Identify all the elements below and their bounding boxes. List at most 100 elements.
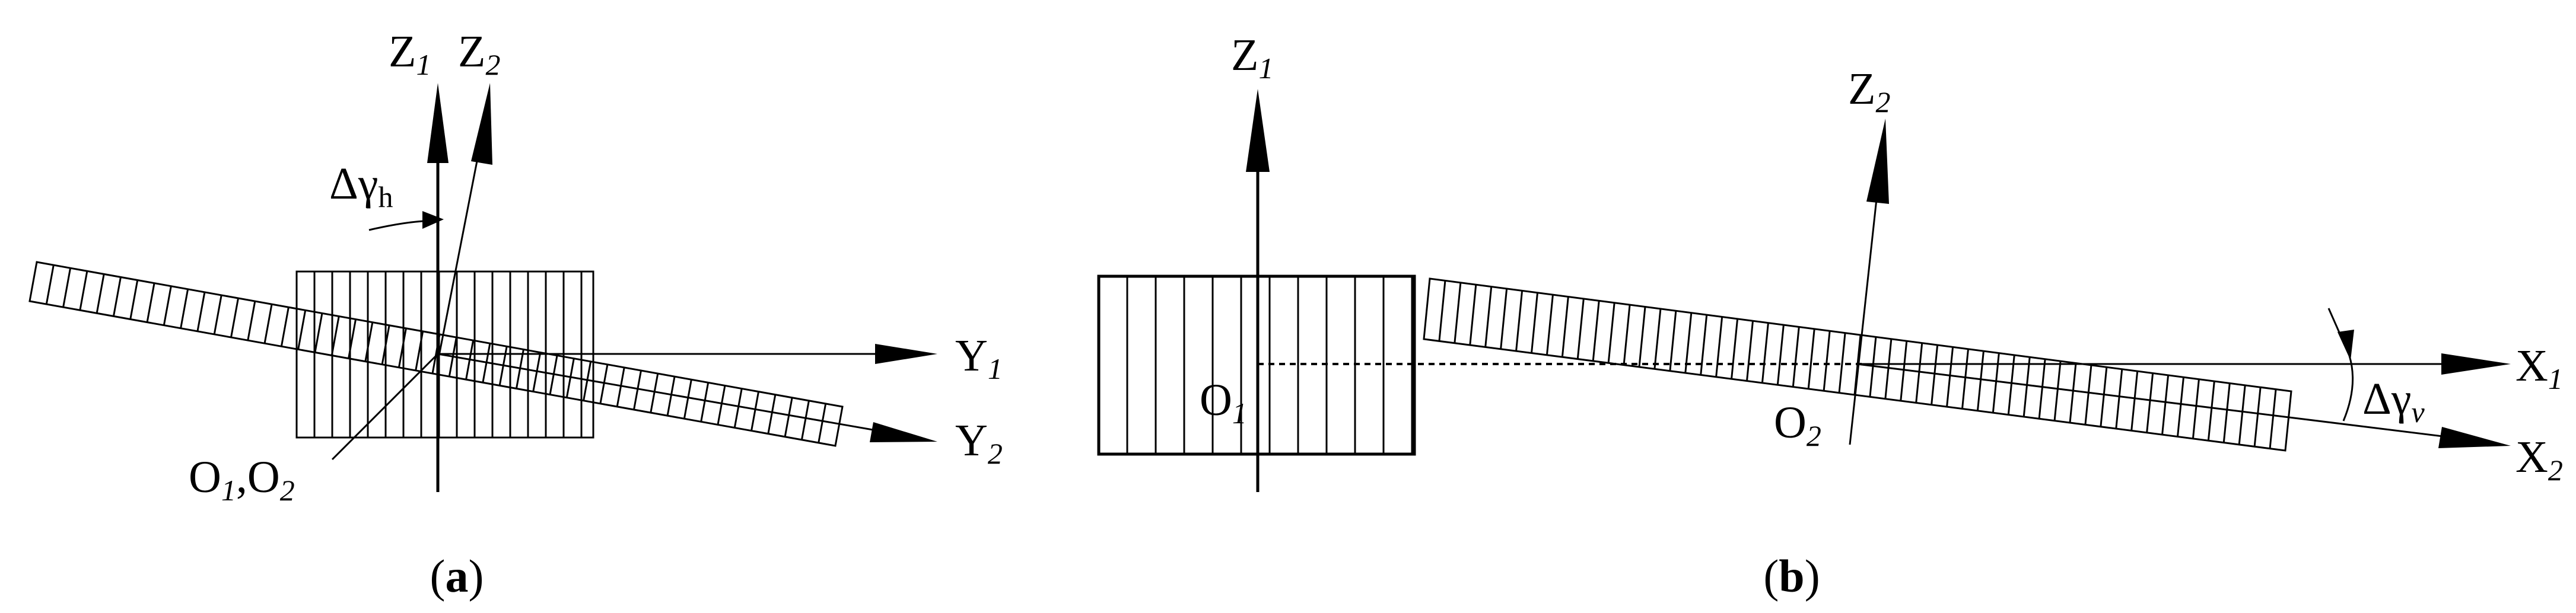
panel-b-beam-hatch-line	[1469, 285, 1477, 346]
panel-a-beam-hatch-line	[247, 301, 256, 341]
panel-b-angle-label: Δγv	[2362, 374, 2425, 429]
panel-a-y2-arrowhead	[870, 422, 937, 442]
panel-a-beam-hatch-line	[112, 277, 122, 317]
panel-b-x1-arrowhead	[2441, 353, 2511, 375]
panel-a-beam-hatch-line	[79, 270, 88, 311]
panel-b-beam-hatch-line	[1669, 311, 1677, 371]
panel-b-beam-hatch-line	[2084, 365, 2092, 425]
panel-b-beam-hatch-line	[1776, 324, 1785, 385]
panel-a-y2-label: Y2	[955, 416, 1003, 470]
panel-b-beam-hatch-line	[2177, 377, 2184, 437]
panel-a-beam-hatch-line	[633, 370, 642, 410]
panel-b-beam-hatch-line	[2007, 355, 2015, 415]
panel-a-beam-hatch-line	[565, 358, 575, 398]
panel-a-beam-hatch-line	[364, 322, 374, 362]
panel-b-beam-hatch-line	[2130, 371, 2139, 431]
panel-a-beam-hatch-line	[750, 391, 760, 431]
panel-b-beam-hatch-line	[2238, 385, 2246, 445]
panel-a-beam-hatch-line	[616, 367, 625, 407]
panel-b-beam-hatch-line	[2253, 387, 2262, 447]
panel-a-beam-hatch-line	[683, 379, 692, 419]
panel-b-z1-arrowhead	[1246, 89, 1270, 172]
panel-b-beam-hatch-line	[2161, 375, 2170, 435]
panel-b-beam-hatch-line	[2069, 363, 2077, 423]
panel-a-y1-arrowhead	[875, 344, 937, 364]
panel-b-beam-hatch-line	[1700, 314, 1708, 375]
panel-b-o2-label: O2	[1774, 398, 1821, 452]
panel-b-beam-hatch-line	[1807, 328, 1815, 389]
panel-a-beam-hatch-line	[733, 388, 743, 428]
panel-b-beam-hatch-line	[2207, 381, 2215, 441]
panel-b-x2-arrowhead	[2438, 427, 2511, 448]
panel-b-tilted-beam	[1423, 277, 2292, 452]
panel-b-beam-hatch-line	[1992, 353, 2000, 413]
panel-b-beam-hatch-line	[1900, 341, 1908, 401]
panel-a-beam-hatch-line	[297, 310, 307, 350]
panel-b: Z1 Z2 O1 O2 Δγv X1 X2 (b)	[1097, 30, 2563, 602]
panel-a-beam-hatch-line	[800, 400, 810, 440]
panel-a-beam-hatch-line	[583, 361, 592, 401]
panel-b-beam-hatch-line	[1731, 318, 1739, 379]
panel-b-beam-hatch-line	[1576, 298, 1585, 359]
panel-a-beam-hatch-line	[767, 394, 777, 434]
panel-b-beam-hatch-line	[2100, 367, 2108, 427]
panel-b-beam-hatch-line	[1561, 296, 1569, 357]
panel-b-beam-hatch-line	[1838, 333, 1846, 393]
panel-b-beam-hatch-line	[1531, 292, 1538, 353]
panel-b-x2-axis	[1856, 363, 2463, 440]
panel-b-beam-hatch-line	[2192, 379, 2200, 439]
panel-b-beam-hatch-line	[1638, 306, 1646, 368]
panel-a-beam-hatch-line	[180, 289, 189, 329]
panel-b-beam-hatch-line	[1607, 302, 1615, 363]
panel-a-y1-label: Y1	[955, 331, 1003, 385]
panel-a-origin-leader	[331, 353, 439, 461]
panel-a: Z1 Z2 Δγh Y1 Y2 O1,O2 (a)	[28, 27, 1003, 602]
panel-b-angle-arrowhead	[2338, 330, 2354, 360]
panel-a-beam-hatch-line	[213, 295, 222, 335]
panel-b-angle-arc	[2342, 355, 2354, 422]
panel-b-beam-hatch-line	[2022, 357, 2031, 417]
panel-a-beam-hatch-line	[280, 306, 290, 347]
panel-b-beam-hatch-line	[1653, 308, 1662, 369]
panel-b-beam-hatch-line	[1438, 280, 1446, 341]
panel-b-beam-hatch-line	[1484, 286, 1493, 347]
panel-a-beam-hatch-line	[263, 304, 273, 344]
panel-b-z2-axis	[1849, 171, 1881, 445]
panel-a-z2-arrowhead	[471, 83, 492, 165]
panel-a-beam-hatch-line	[784, 397, 793, 438]
panel-a-tilted-beam	[28, 261, 844, 447]
panel-b-beam-hatch-line	[1884, 339, 1893, 399]
panel-a-beam-hatch-line	[666, 376, 676, 416]
panel-a-beam-hatch-line	[650, 373, 659, 413]
panel-a-z1-label: Z1	[389, 27, 431, 81]
panel-a-beam-hatch-line	[146, 283, 155, 323]
panel-b-beam-hatch-line	[2115, 369, 2123, 429]
panel-b-beam-hatch-line	[1761, 323, 1769, 384]
panel-a-beam-hatch-line	[230, 298, 239, 338]
panel-a-z2-label: Z2	[458, 27, 500, 81]
panel-b-beam-hatch-line	[1545, 294, 1554, 356]
panel-b-beam-hatch-line	[1715, 317, 1723, 377]
panel-a-beam-hatch-line	[45, 264, 55, 305]
panel-b-beam-hatch-line	[1869, 337, 1877, 397]
panel-b-beam-hatch-line	[2053, 360, 2062, 421]
panel-a-y2-axis	[437, 353, 891, 434]
panel-b-beam-hatch-line	[2222, 383, 2231, 443]
panel-a-beam-hatch-line	[717, 385, 726, 425]
panel-b-z1-label: Z1	[1231, 30, 1273, 85]
panel-b-z2-label: Z2	[1848, 64, 1890, 119]
panel-a-beam-hatch-line	[96, 274, 105, 314]
panel-a-beam-hatch-line	[163, 286, 172, 325]
panel-a-beam-hatch-line	[818, 403, 827, 443]
panel-b-x2-label: X2	[2515, 432, 2563, 487]
panel-b-beam-hatch-line	[1454, 282, 1462, 343]
panel-a-beam-hatch-line	[62, 267, 72, 308]
panel-b-beam-hatch-line	[1746, 321, 1754, 381]
panel-b-o1-label: O1	[1200, 375, 1247, 430]
panel-b-beam-hatch-line	[1946, 347, 1954, 407]
panel-b-beam-hatch-line	[1961, 349, 1969, 409]
panel-a-caption: (a)	[430, 550, 484, 602]
panel-a-angle-arrowhead	[422, 211, 444, 229]
panel-b-x1-label: X1	[2515, 341, 2563, 395]
